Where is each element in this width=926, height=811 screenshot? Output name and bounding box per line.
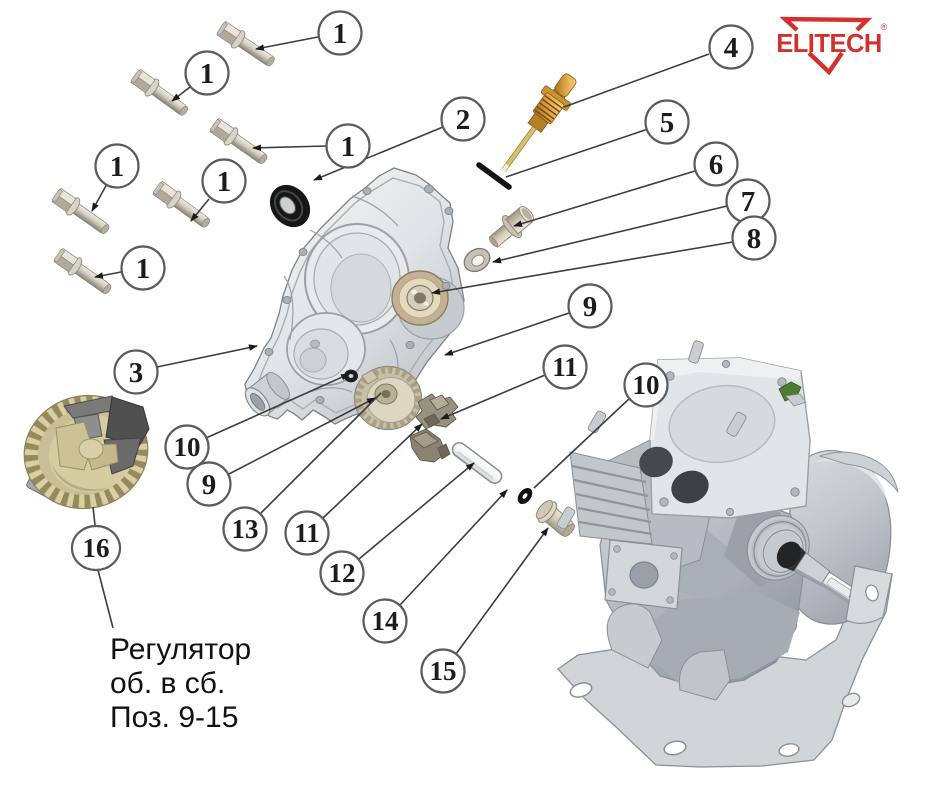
svg-text:1: 1 — [333, 18, 348, 50]
svg-text:9: 9 — [583, 291, 598, 323]
svg-text:2: 2 — [456, 104, 471, 136]
svg-text:12: 12 — [329, 558, 356, 588]
svg-text:1: 1 — [217, 166, 232, 198]
svg-text:1: 1 — [136, 253, 151, 285]
svg-text:15: 15 — [430, 656, 457, 686]
svg-text:9: 9 — [202, 469, 217, 501]
svg-text:ELITECH: ELITECH — [776, 30, 882, 58]
svg-text:5: 5 — [660, 107, 675, 139]
svg-text:1: 1 — [110, 151, 125, 183]
svg-text:1: 1 — [341, 131, 356, 163]
svg-text:13: 13 — [232, 514, 259, 544]
svg-text:11: 11 — [552, 352, 578, 382]
svg-text:11: 11 — [294, 518, 320, 548]
svg-text:1: 1 — [200, 58, 215, 90]
svg-text:16: 16 — [83, 533, 110, 563]
svg-text:14: 14 — [372, 606, 399, 636]
svg-text:10: 10 — [174, 432, 201, 462]
svg-text:8: 8 — [747, 223, 762, 255]
svg-text:6: 6 — [709, 149, 724, 181]
svg-text:3: 3 — [129, 357, 144, 389]
svg-text:®: ® — [881, 22, 888, 32]
svg-text:10: 10 — [633, 370, 660, 400]
svg-text:7: 7 — [741, 186, 756, 218]
svg-text:4: 4 — [724, 32, 739, 64]
